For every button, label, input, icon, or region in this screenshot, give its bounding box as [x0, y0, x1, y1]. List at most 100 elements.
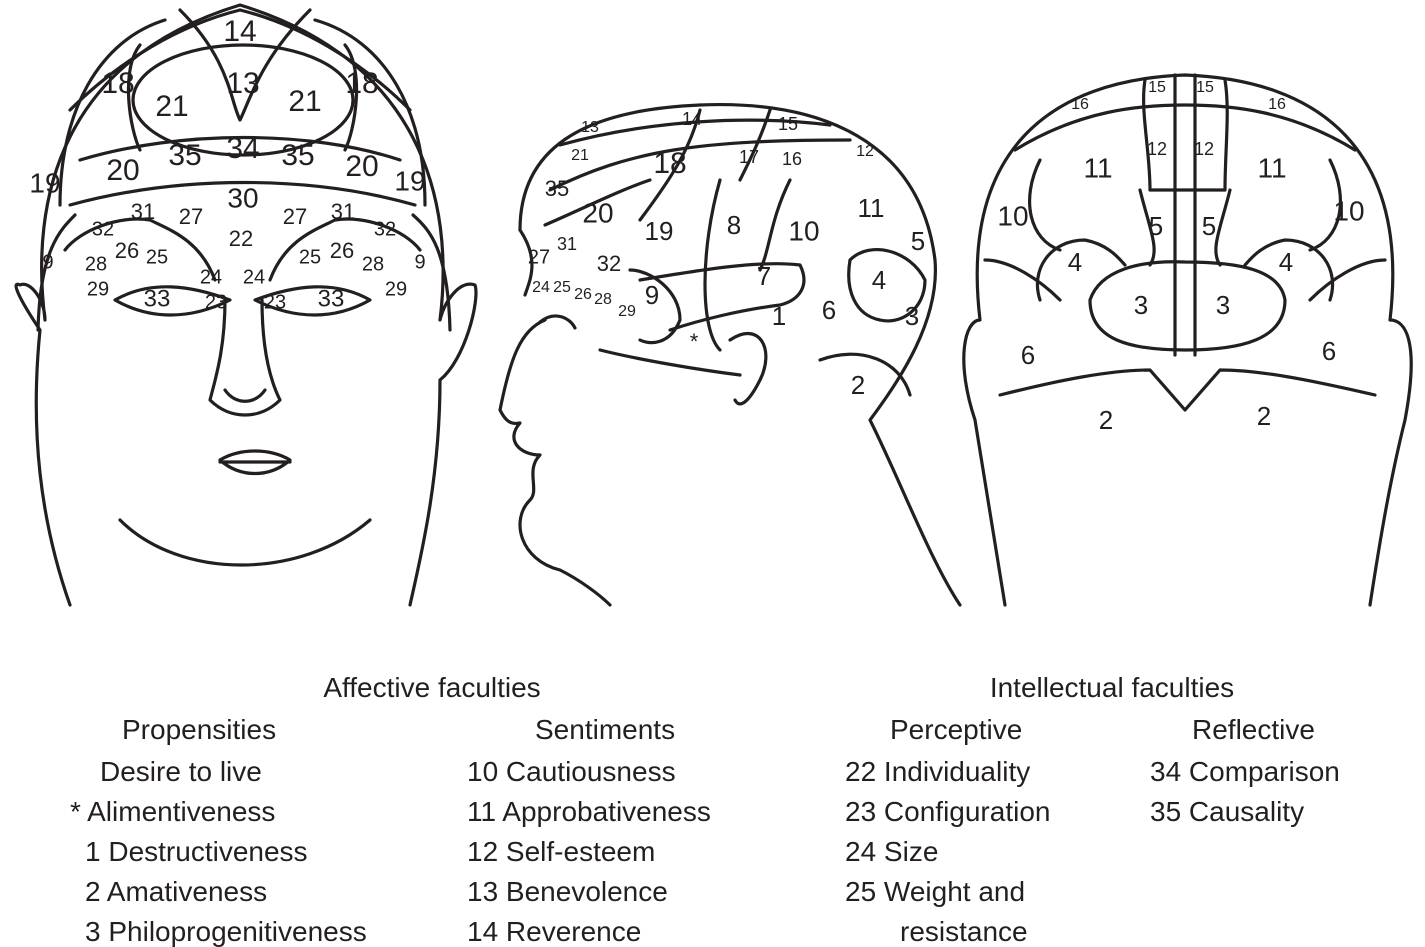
- region-label: 20: [345, 150, 378, 183]
- region-label: 28: [85, 253, 107, 275]
- region-label: 25: [553, 279, 571, 296]
- region-label: 7: [757, 261, 771, 291]
- legend-item: 2 Amativeness: [85, 876, 268, 907]
- perceptive-header: Perceptive: [890, 714, 1023, 745]
- region-label: 6: [1021, 340, 1035, 370]
- region-label: 29: [618, 303, 636, 320]
- region-label: 31: [131, 199, 155, 224]
- affective-faculties-title: Affective faculties: [323, 672, 541, 703]
- legend-item: Desire to live: [100, 756, 262, 787]
- region-label: 10: [1333, 195, 1364, 226]
- region-label: 15: [1196, 79, 1214, 96]
- front-view-head: [14, 3, 478, 607]
- region-label: 26: [115, 238, 139, 263]
- region-label: 9: [42, 251, 53, 273]
- region-label: 24: [532, 279, 550, 296]
- region-label: 25: [146, 246, 168, 268]
- region-label: 15: [1148, 79, 1166, 96]
- legend-item: 34 Comparison: [1150, 756, 1340, 787]
- region-label: 25: [299, 246, 321, 268]
- region-label: 33: [144, 285, 171, 312]
- region-label: *: [690, 329, 699, 354]
- region-label: 32: [92, 218, 114, 240]
- region-label: 27: [283, 204, 307, 229]
- region-label: 30: [227, 182, 258, 213]
- region-label: 28: [362, 253, 384, 275]
- region-label: 5: [1202, 211, 1216, 241]
- legend-item: 23 Configuration: [845, 796, 1051, 827]
- region-label: 10: [997, 200, 1028, 231]
- region-label: 20: [582, 197, 613, 228]
- region-label: 5: [911, 226, 925, 256]
- region-label: 24: [243, 266, 265, 288]
- region-label: 18: [345, 67, 378, 100]
- region-label: 35: [168, 139, 201, 172]
- region-label: 10: [788, 215, 819, 246]
- region-label: 4: [1068, 247, 1082, 277]
- region-label: 19: [645, 216, 674, 246]
- region-label: 3: [1134, 290, 1148, 320]
- region-label: 31: [331, 199, 355, 224]
- legend-item: 14 Reverence: [467, 916, 642, 947]
- region-label: 13: [581, 119, 599, 136]
- region-label: 28: [594, 291, 612, 308]
- region-label: 16: [1071, 96, 1089, 113]
- region-label: 21: [571, 147, 589, 164]
- region-label: 3: [1216, 290, 1230, 320]
- region-label: 16: [782, 149, 802, 169]
- region-label: 6: [822, 295, 836, 325]
- region-label: 2: [1099, 405, 1113, 435]
- region-label: 13: [226, 67, 259, 100]
- region-label: 6: [1322, 336, 1336, 366]
- legend-item: 11 Approbativeness: [467, 796, 711, 827]
- region-label: 21: [288, 85, 321, 118]
- legend-item: * Alimentiveness: [70, 796, 276, 827]
- region-label: 35: [545, 176, 569, 201]
- back-view-head: [962, 73, 1413, 607]
- region-label: 2: [851, 370, 865, 400]
- region-label: 23: [205, 291, 227, 313]
- region-label: 3: [905, 301, 919, 331]
- region-label: 18: [101, 67, 134, 100]
- legend-item: 12 Self-esteem: [467, 836, 656, 867]
- region-label: 32: [597, 251, 621, 276]
- region-label: 2: [1257, 401, 1271, 431]
- region-label: 23: [264, 291, 286, 313]
- region-label: 32: [374, 218, 396, 240]
- region-label: 29: [87, 278, 109, 300]
- region-label: 9: [414, 251, 425, 273]
- region-label: 22: [229, 226, 253, 251]
- region-label: 4: [872, 265, 886, 295]
- region-label: 20: [106, 154, 139, 187]
- side-view-head: [498, 102, 962, 607]
- region-label: 29: [385, 278, 407, 300]
- region-label: 12: [1147, 139, 1167, 159]
- region-label: 15: [778, 114, 798, 134]
- region-label: 11: [858, 193, 885, 223]
- region-label: 35: [281, 139, 314, 172]
- region-label: 27: [179, 204, 203, 229]
- region-label: 9: [645, 280, 659, 310]
- region-label: 24: [200, 266, 222, 288]
- region-label: 19: [394, 165, 425, 196]
- legend-item: 3 Philoprogenitiveness: [85, 916, 367, 947]
- legend-item: 1 Destructiveness: [85, 836, 308, 867]
- region-label: 21: [155, 90, 188, 123]
- region-label: 27: [528, 246, 550, 268]
- region-label: 19: [29, 167, 60, 198]
- region-label: 18: [653, 147, 686, 180]
- legend-item: 13 Benevolence: [467, 876, 668, 907]
- propensities-header: Propensities: [122, 714, 277, 745]
- region-label: 11: [1083, 152, 1112, 183]
- legend-item: 22 Individuality: [845, 756, 1031, 787]
- region-label: 11: [1257, 152, 1286, 183]
- region-label: 26: [330, 238, 354, 263]
- region-label: 17: [739, 147, 759, 167]
- legend-item: resistance: [900, 916, 1028, 947]
- legend-item: 24 Size: [845, 836, 939, 867]
- region-label: 14: [682, 109, 702, 129]
